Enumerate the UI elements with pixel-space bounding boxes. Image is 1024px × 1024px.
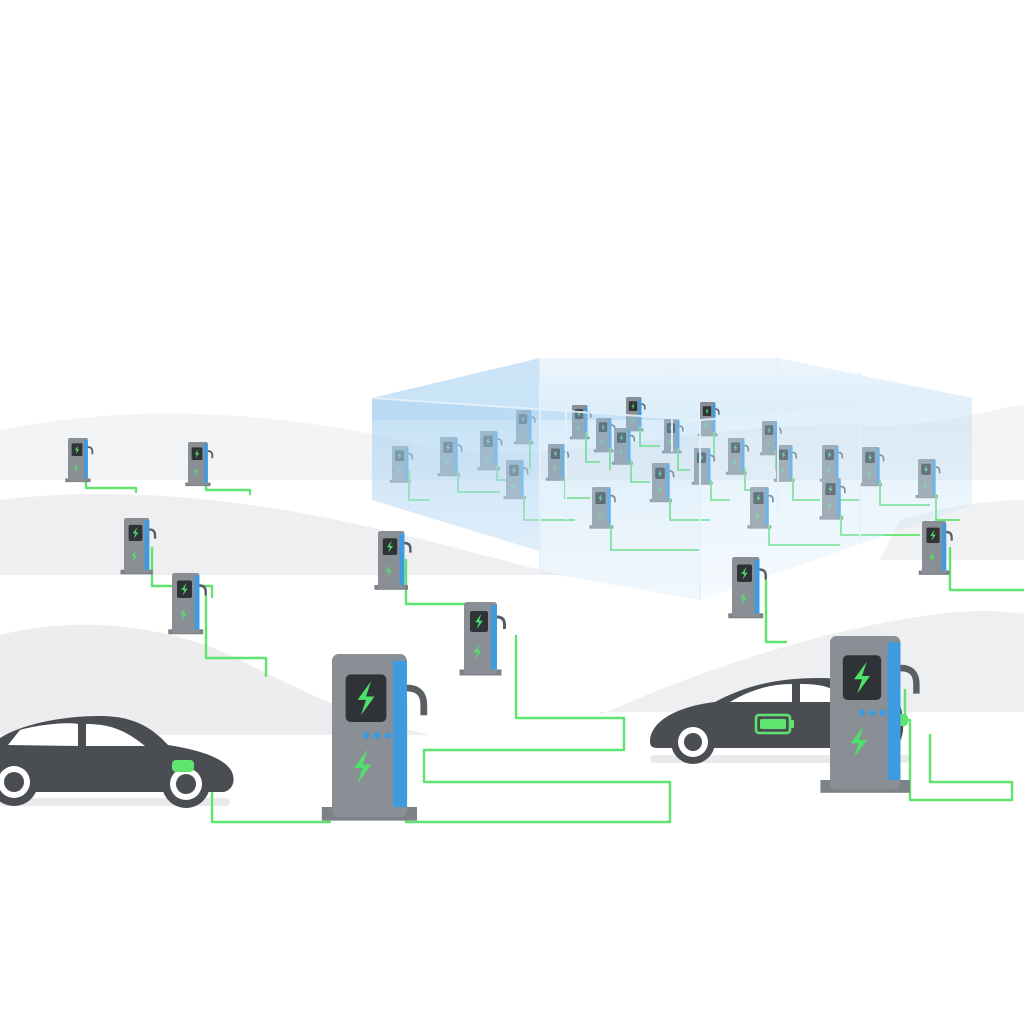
- ev-charger-icon: [820, 636, 920, 793]
- car-left-charge-port: [172, 760, 194, 772]
- lightning-bolt-icon: [181, 583, 188, 596]
- cable-charger-d: [204, 594, 268, 678]
- ev-charger-icon: [374, 531, 412, 590]
- lightning-bolt-icon: [741, 567, 748, 580]
- field-chargers: [65, 438, 953, 676]
- cable-charger-e: [404, 558, 468, 606]
- car-left: [0, 716, 234, 808]
- lightning-bolt-icon: [357, 681, 375, 716]
- lightning-bolt-icon: [193, 467, 199, 477]
- ev-charger-icon: [168, 573, 207, 635]
- ev-charger-icon: [185, 442, 214, 487]
- lightning-bolt-icon: [132, 527, 139, 539]
- lightning-bolt-icon: [73, 463, 79, 473]
- cable-charger-f: [404, 634, 672, 824]
- lightning-bolt-icon: [740, 592, 747, 605]
- ev-charger-icon: [918, 521, 953, 575]
- hill-front-left: [0, 624, 430, 735]
- cable-charger-h: [948, 546, 1024, 592]
- glass-depot-front: [371, 358, 973, 600]
- lightning-bolt-icon: [194, 449, 200, 459]
- ev-charger-icon: [728, 557, 767, 619]
- ev-charger-icon: [120, 518, 157, 575]
- car-left-window: [8, 723, 78, 746]
- lightning-bolt-icon: [930, 529, 936, 541]
- lightning-bolt-icon: [387, 540, 393, 553]
- lightning-bolt-icon: [850, 725, 867, 758]
- lightning-bolt-icon: [854, 661, 870, 694]
- hill-band-2: [880, 500, 1024, 560]
- foreground-chargers: [321, 636, 920, 821]
- lightning-bolt-icon: [475, 614, 483, 629]
- battery-icon: [754, 713, 794, 735]
- lightning-bolt-icon: [631, 402, 635, 410]
- lightning-bolt-icon: [705, 407, 709, 415]
- ev-charger-icon: [65, 438, 94, 483]
- ev-charger-icon: [321, 654, 428, 821]
- lightning-bolt-icon: [473, 644, 482, 659]
- lightning-bolt-icon: [180, 608, 187, 621]
- depot-front-right-face: [700, 398, 972, 600]
- depot-front-face: [372, 398, 700, 600]
- lightning-bolt-icon: [131, 550, 138, 562]
- lightning-bolt-icon: [929, 551, 935, 563]
- ev-charger-icon: [459, 602, 506, 676]
- cable-charger-g: [764, 578, 788, 644]
- car-left-window-rear: [86, 724, 145, 746]
- car-right-window-front: [730, 684, 792, 702]
- lightning-bolt-icon: [74, 445, 80, 455]
- lightning-bolt-icon: [385, 564, 392, 577]
- lightning-bolt-icon: [354, 749, 372, 784]
